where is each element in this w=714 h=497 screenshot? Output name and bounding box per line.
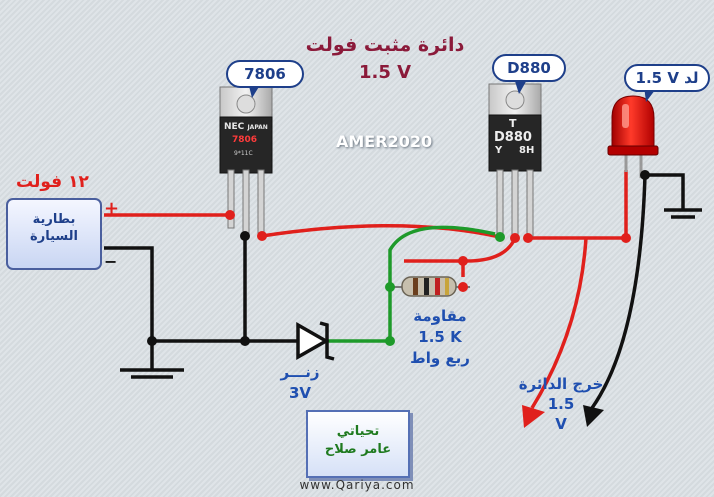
diagram-title-voltage: 1.5 V (358, 62, 412, 83)
output-label: خرج الدائرة 1.5 V (506, 374, 616, 434)
regulator-brand-name: NEC (224, 122, 245, 132)
junction-dots (147, 170, 650, 346)
battery-label-line2: السيارة (30, 229, 78, 244)
zener-diode (296, 321, 335, 361)
red-wires (104, 170, 628, 277)
output-label-line2: 1.5 (547, 395, 575, 413)
led (607, 95, 659, 178)
transistor-code-right: 8H (519, 145, 535, 156)
battery-plus-terminal: + (104, 198, 120, 219)
led-callout: 1.5 V لد (624, 64, 710, 92)
zener-label: زنـــر 3V (270, 362, 330, 404)
transistor-letter: T (509, 117, 517, 130)
green-wire (328, 225, 496, 343)
resistor (390, 276, 470, 297)
zener-label-line1: زنـــر (280, 363, 320, 381)
transistor-d880 (488, 83, 542, 237)
regulator-code: 9*11C (234, 150, 253, 157)
bubble-tail-d880 (514, 78, 528, 94)
resistor-label-line2: 1.5 K (418, 328, 462, 346)
ground-symbol-left (120, 368, 184, 379)
battery-voltage-label: ١٢ فولت (16, 172, 89, 192)
credit-box: تحياتي عامر صلاح (306, 410, 410, 478)
battery-box: بطارية السيارة (6, 198, 102, 270)
transistor-part-number: D880 (494, 130, 532, 145)
regulator-brand-sub: JAPAN (247, 124, 268, 131)
credit-line2: عامر صلاح (324, 442, 392, 457)
transistor-code-left: Y (495, 145, 503, 156)
output-arrows (530, 174, 647, 410)
resistor-label: مقاومة 1.5 K ربع واط (400, 306, 480, 369)
output-label-line1: خرج الدائرة (518, 375, 604, 393)
resistor-label-line3: ربع واط (410, 349, 470, 367)
black-wires (104, 173, 685, 370)
output-arrowhead-red (522, 405, 545, 428)
credit-line1: تحياتي (336, 424, 380, 439)
regulator-7806 (219, 86, 273, 239)
output-label-line3: V (555, 415, 567, 433)
watermark: AMER2020 (336, 132, 433, 151)
battery-minus-terminal: − (104, 252, 118, 271)
ground-symbol-right (664, 208, 702, 219)
regulator-brand: NEC JAPAN (224, 122, 268, 132)
regulator-part-number: 7806 (232, 135, 258, 145)
battery-label-line1: بطارية (32, 212, 76, 227)
zener-label-line2: 3V (288, 384, 312, 402)
resistor-label-line1: مقاومة (413, 307, 467, 325)
transistor-callout: D880 (492, 54, 566, 82)
diagram-title: دائرة مثبت فولت (305, 34, 465, 56)
output-arrowhead-black (583, 405, 604, 427)
regulator-callout: 7806 (226, 60, 304, 88)
footer-website: www.Qariya.com (299, 478, 415, 492)
